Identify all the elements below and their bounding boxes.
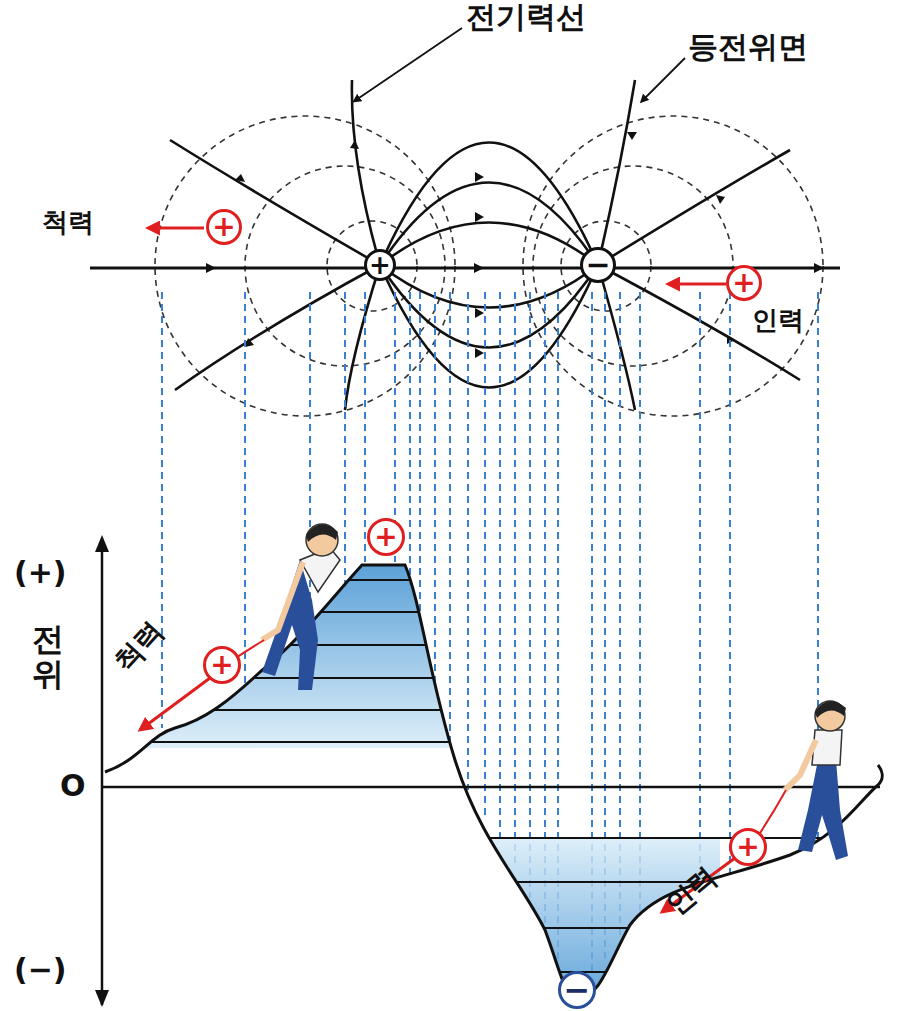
projection-line [484,292,486,818]
charge-sign: + [374,523,397,551]
charge-circle: + [206,209,242,245]
charge-sign: − [585,250,610,280]
charge-circle: + [364,249,396,281]
charge-sign: + [369,252,391,278]
projection-line [467,292,469,790]
person-left [225,524,340,690]
charge-circle: − [558,971,596,1009]
axis-origin: O [60,769,86,802]
charge-circle: + [729,828,767,866]
force-label: 척력 [42,208,94,237]
projection-line [544,292,546,928]
projection-line [434,292,436,690]
charge-sign: + [736,833,759,861]
projection-line [344,292,346,590]
axis-label: (+) [14,556,67,589]
field-arrowheads [206,132,824,358]
charge-circle: − [580,247,616,283]
charge-sign: + [212,213,235,241]
projection-line [699,292,701,885]
field-line-label: 전기력선 [466,0,586,33]
projection-line [244,292,246,685]
projection-line [499,292,501,843]
field-lines [170,80,800,410]
charge-sign: − [564,974,591,1006]
equipotential-lines [155,116,823,416]
projection-line [364,292,366,562]
projection-line [309,292,311,632]
equipotential-label: 등전위면 [688,30,808,63]
force-label: 척력 [109,617,169,679]
charge-circle: + [367,518,405,556]
projection-line [514,292,516,868]
projection-line [449,292,451,745]
force-label: 인력 [752,306,804,335]
axis-title: 전위 [32,622,64,692]
projection-line [161,292,163,728]
person-right [758,701,848,860]
projection-line [409,292,411,585]
charge-sign: + [732,269,755,297]
projection-line [419,292,421,625]
charge-circle: + [726,265,762,301]
charge-circle: + [203,646,241,684]
projection-line [639,292,641,912]
projection-line [529,292,531,898]
axis-label: (−) [14,953,67,986]
charge-sign: + [210,651,233,679]
